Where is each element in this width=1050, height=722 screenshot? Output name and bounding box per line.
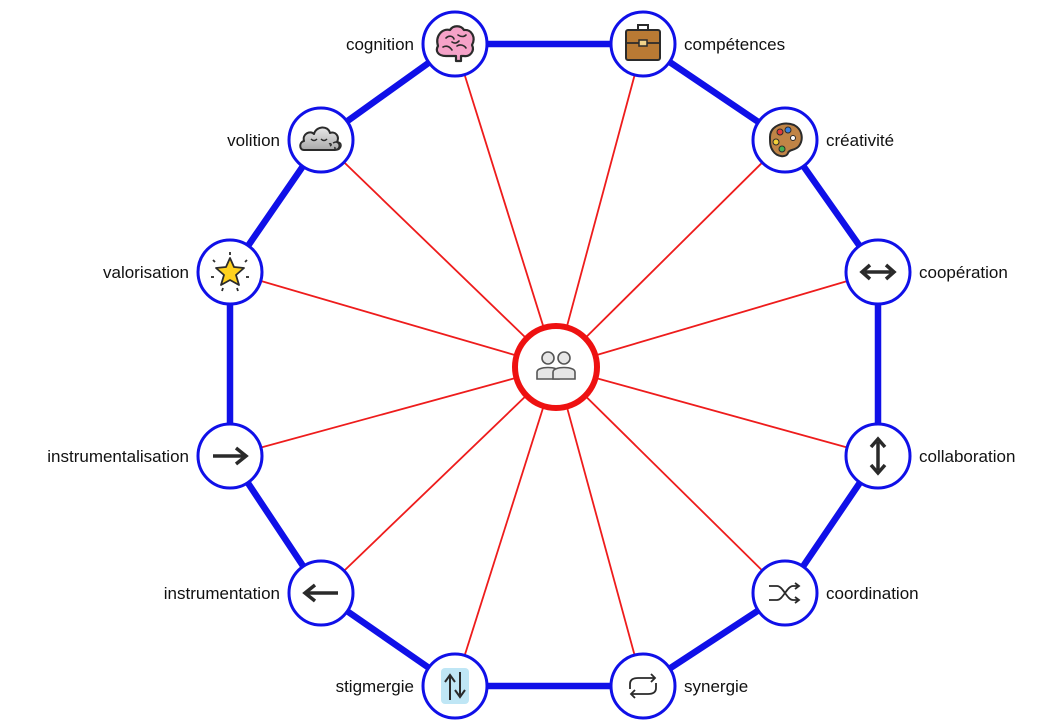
spoke-line — [555, 43, 644, 368]
node-9[interactable]: instrumentalisation — [47, 422, 264, 490]
right-arrow-icon — [213, 446, 249, 466]
node-4[interactable]: collaboration — [844, 422, 1015, 490]
brain-icon — [435, 25, 475, 63]
spoke-line — [320, 366, 557, 594]
spoke-line — [454, 43, 557, 368]
spoke-line — [229, 366, 557, 457]
node-5[interactable]: coordination — [751, 559, 919, 627]
palette-icon — [768, 122, 803, 158]
spoke-line — [555, 139, 786, 368]
node-8[interactable]: instrumentation — [164, 559, 355, 627]
spoke-line — [454, 366, 557, 687]
node-label: valorisation — [103, 263, 189, 282]
spoke-line — [229, 271, 557, 368]
node-circle — [609, 652, 677, 720]
node-label: instrumentalisation — [47, 447, 189, 466]
up-down-exchange-icon — [441, 668, 469, 704]
node-label: synergie — [684, 677, 748, 696]
spoke-line — [320, 139, 557, 368]
glowing-star-icon — [211, 252, 249, 292]
spoke-line — [555, 366, 786, 594]
node-label: cognition — [346, 35, 414, 54]
center-node[interactable] — [512, 323, 600, 411]
spoke-line — [555, 271, 879, 368]
up-down-arrow-icon — [869, 436, 887, 476]
node-0[interactable]: cognition — [346, 10, 489, 78]
nodes: cognition compétences créativité coopéra… — [47, 10, 1015, 720]
node-label: compétences — [684, 35, 785, 54]
node-7[interactable]: stigmergie — [336, 652, 489, 720]
left-right-arrow-icon — [859, 263, 897, 281]
node-label: stigmergie — [336, 677, 414, 696]
node-3[interactable]: coopération — [844, 238, 1008, 306]
node-label: coordination — [826, 584, 919, 603]
group-people-icon — [536, 351, 576, 380]
node-label: volition — [227, 131, 280, 150]
left-arrow-icon — [302, 583, 338, 603]
center-circle — [512, 323, 600, 411]
spokes — [229, 43, 879, 687]
node-6[interactable]: synergie — [609, 652, 748, 720]
node-10[interactable]: valorisation — [103, 238, 264, 306]
node-11[interactable]: volition — [227, 106, 355, 174]
node-2[interactable]: créativité — [751, 106, 894, 174]
repeat-icon — [629, 673, 657, 699]
node-label: collaboration — [919, 447, 1015, 466]
shuffle-icon — [769, 582, 801, 604]
node-label: créativité — [826, 131, 894, 150]
spoke-line — [555, 366, 644, 687]
blowing-cloud-icon — [299, 126, 342, 151]
node-label: instrumentation — [164, 584, 280, 603]
spoke-line — [555, 366, 879, 457]
node-1[interactable]: compétences — [609, 10, 785, 78]
briefcase-icon — [625, 24, 661, 61]
node-label: coopération — [919, 263, 1008, 282]
